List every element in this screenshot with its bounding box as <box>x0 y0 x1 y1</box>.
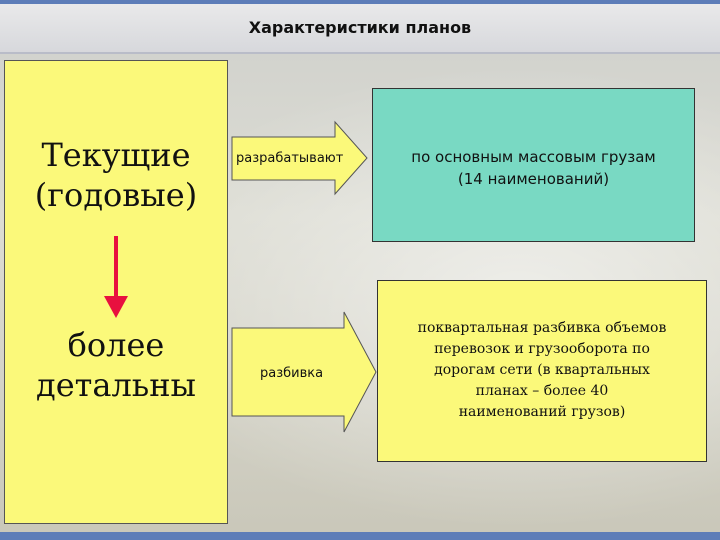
bottom-accent-bar <box>0 532 720 540</box>
mass-cargo-text: по основным массовым грузам (14 наименов… <box>373 146 694 190</box>
mass-cargo-line1: по основным массовым грузам <box>411 148 656 166</box>
mass-cargo-line2: (14 наименований) <box>457 170 610 188</box>
breakdown-line: наименований грузов) <box>458 404 626 420</box>
detail-line2: детальны <box>36 366 196 404</box>
red-down-arrow-head <box>104 296 128 318</box>
upper-arrow-label: разрабатывают <box>236 151 344 166</box>
plan-type-line2: (годовые) <box>34 176 198 214</box>
lower-block-arrow <box>231 311 377 433</box>
detail-line1: более <box>67 326 165 364</box>
title-bar: Характеристики планов <box>0 0 720 54</box>
quarterly-breakdown-box: поквартальная разбивка объемов перевозок… <box>377 280 707 462</box>
slide-title: Характеристики планов <box>248 18 472 37</box>
plan-type-line1: Текущие <box>41 136 191 174</box>
quarterly-breakdown-text: поквартальная разбивка объемов перевозок… <box>388 318 696 423</box>
breakdown-line: планах – более 40 <box>475 383 609 399</box>
mass-cargo-box: по основным массовым грузам (14 наименов… <box>372 88 695 242</box>
upper-block-arrow <box>231 120 368 196</box>
breakdown-line: поквартальная разбивка объемов <box>417 320 667 336</box>
lower-arrow-label: разбивка <box>260 366 324 381</box>
breakdown-line: дорогам сети (в квартальных <box>434 362 650 378</box>
breakdown-line: перевозок и грузооборота по <box>434 341 650 357</box>
